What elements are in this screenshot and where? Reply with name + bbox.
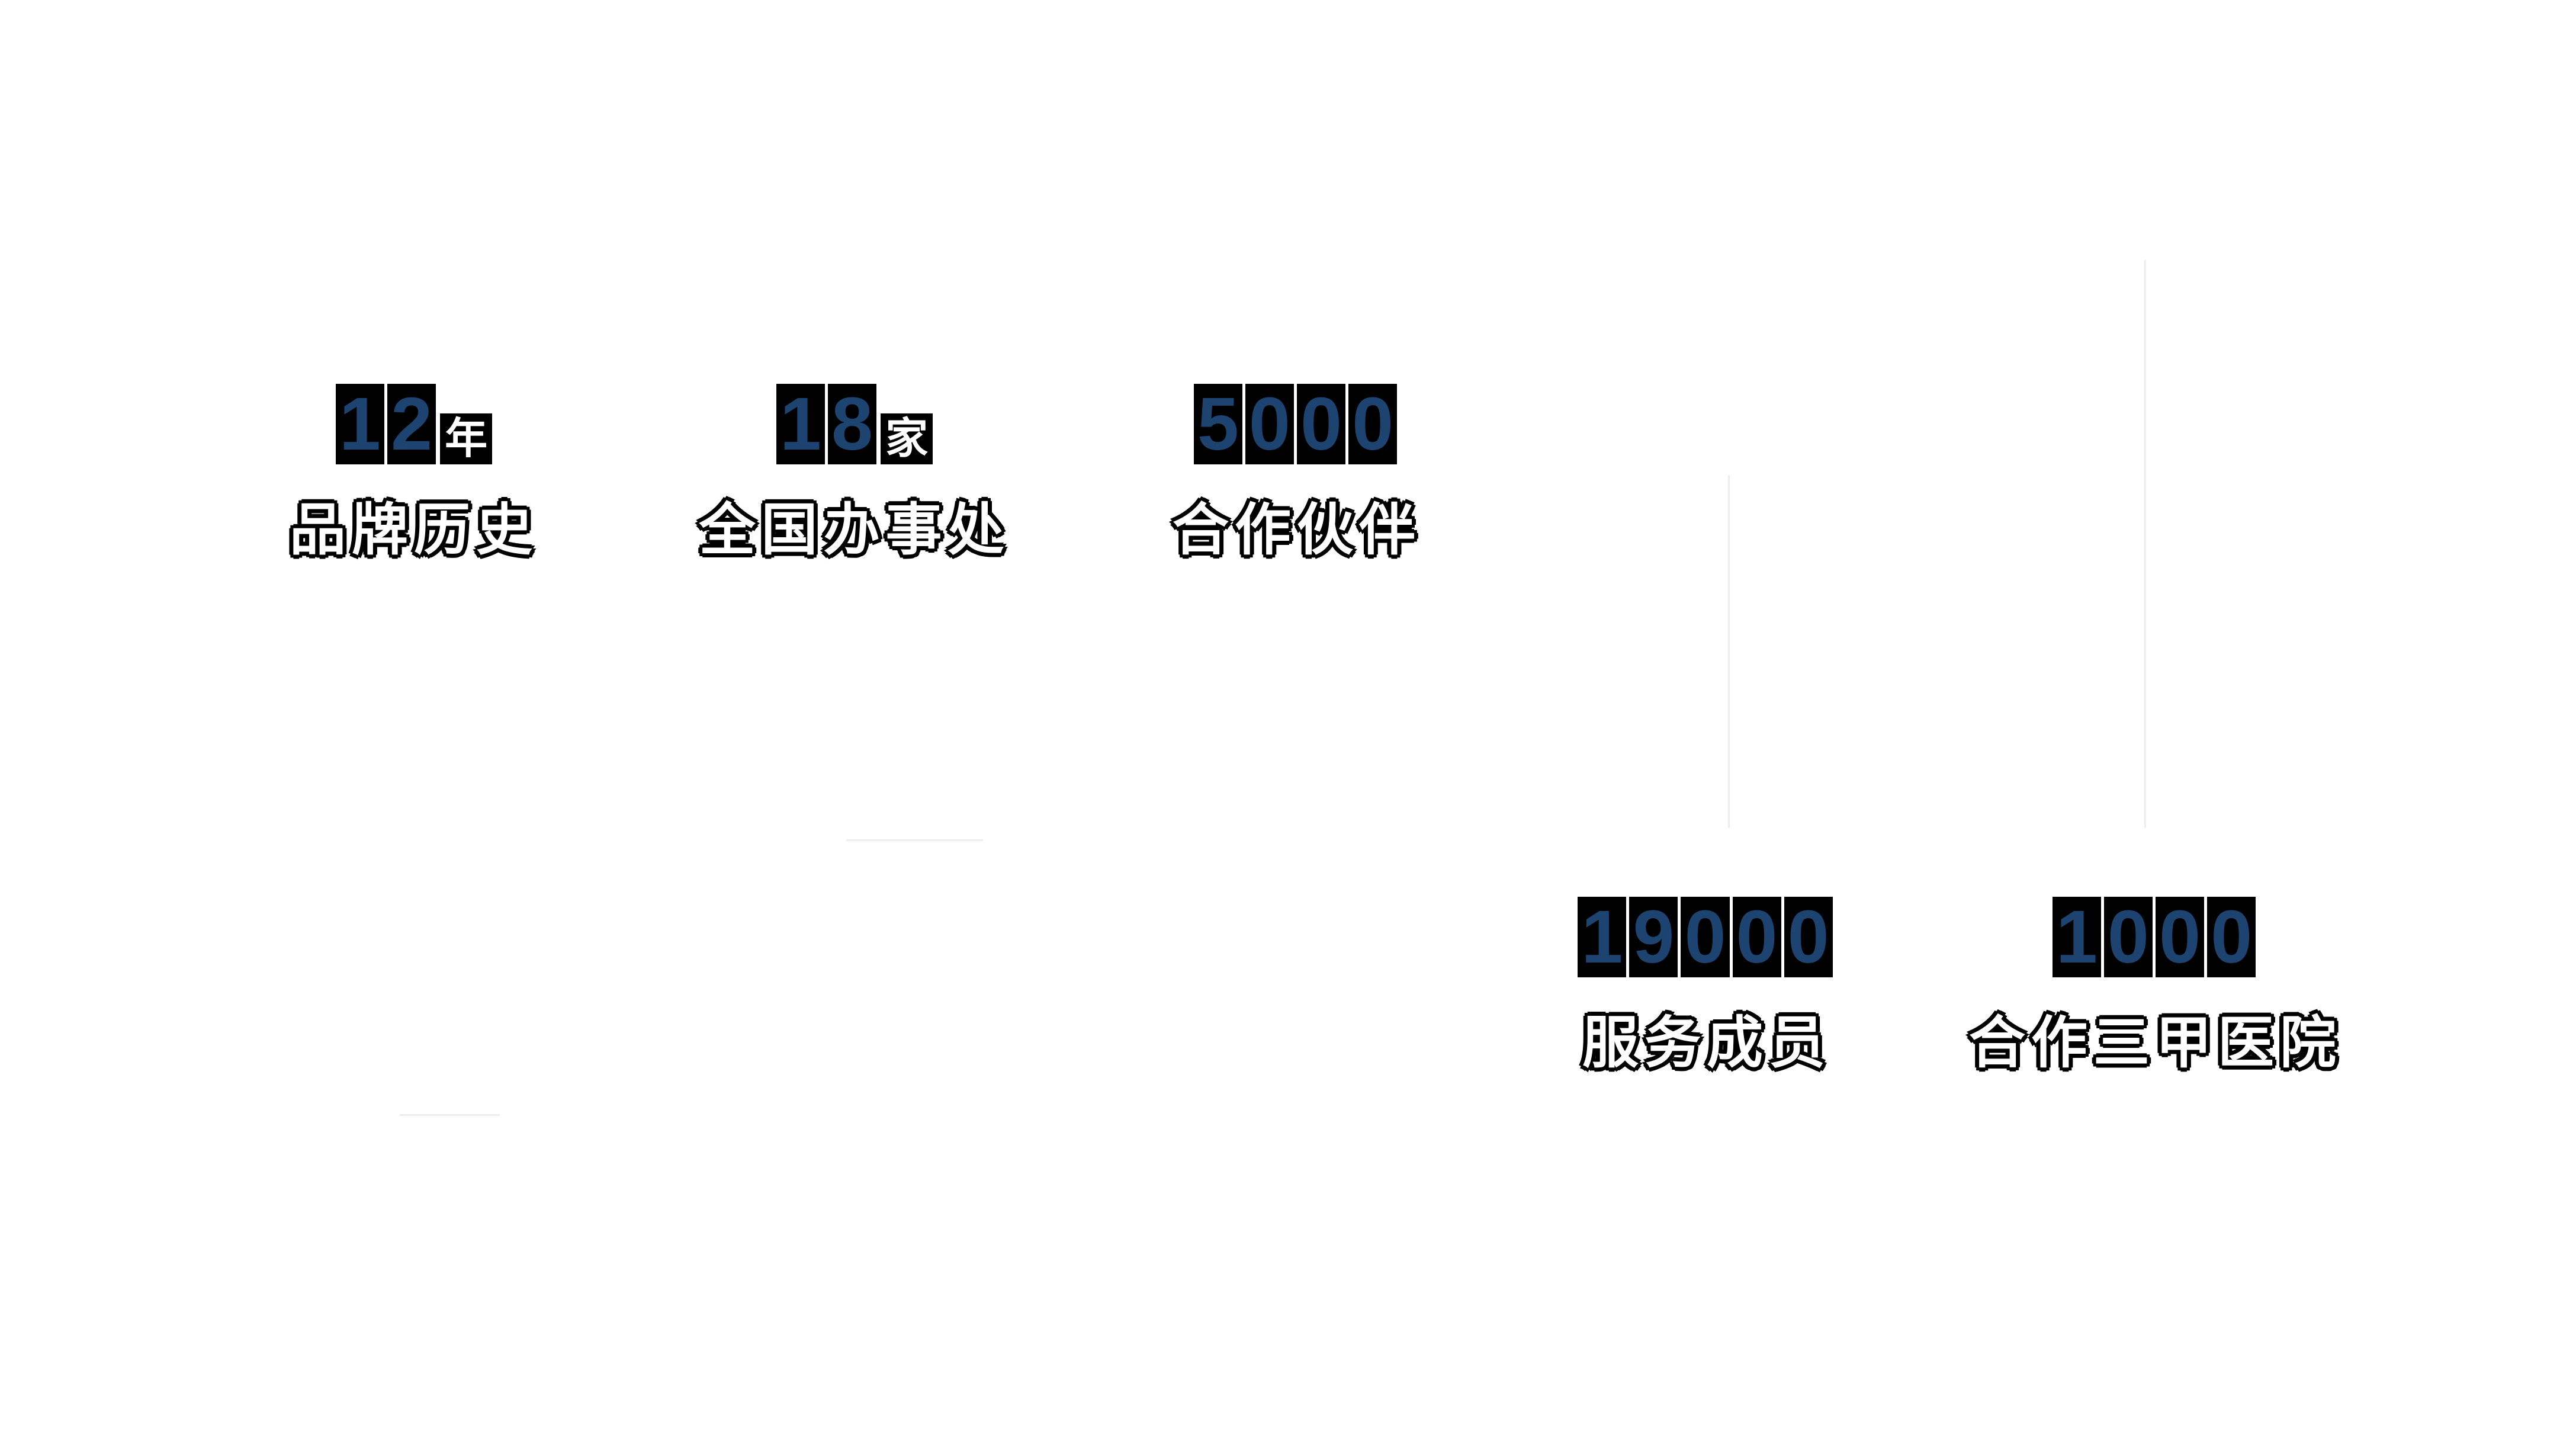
stat-label: 品牌历史 — [289, 499, 538, 562]
stat-label: 服务成员 — [1582, 1012, 1831, 1074]
decorative-horizontal-line — [846, 839, 983, 841]
stat-label: 全国办事处 — [699, 499, 1010, 562]
stat-unit: 年 — [440, 413, 493, 464]
stat-label: 合作伙伴 — [1172, 499, 1421, 562]
decorative-vertical-line — [1728, 475, 1730, 828]
decorative-horizontal-line — [400, 1114, 500, 1116]
stat-unit: 家 — [881, 413, 933, 464]
stat-label: 合作三甲医院 — [1968, 1012, 2342, 1074]
decorative-vertical-line — [2144, 260, 2146, 828]
